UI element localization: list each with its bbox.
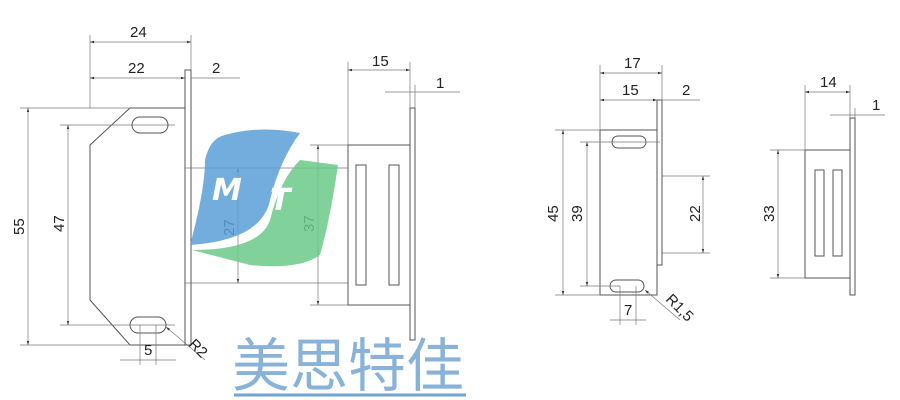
company-name-watermark: 美思特佳 <box>232 332 464 400</box>
dim-45: 45 <box>545 205 562 222</box>
dim-47: 47 <box>51 215 68 232</box>
dim-14: 14 <box>820 74 837 91</box>
dim-22: 22 <box>128 60 145 77</box>
dim-22-small: 22 <box>687 205 704 222</box>
dim-1: 1 <box>436 75 444 92</box>
dim-2: 2 <box>212 60 220 77</box>
side-view-small: 14 1 33 <box>761 74 885 296</box>
dim-15: 15 <box>372 53 389 70</box>
dim-7: 7 <box>624 302 632 319</box>
dim-r15: R1,5 <box>662 291 696 325</box>
dim-55: 55 <box>11 218 28 235</box>
logo-letter-t: T <box>270 183 293 218</box>
dim-17: 17 <box>624 55 641 72</box>
dim-2-small: 2 <box>682 82 690 99</box>
dim-15-small: 15 <box>622 82 639 99</box>
dim-r2: R2 <box>185 336 211 362</box>
logo-green-shape <box>192 160 338 267</box>
dim-1-small: 1 <box>872 97 880 114</box>
front-view-small: 17 15 2 45 39 22 7 R1,5 <box>545 55 710 325</box>
logo-letter-m: M <box>212 173 242 208</box>
dim-24: 24 <box>130 24 147 41</box>
dim-5: 5 <box>144 342 152 359</box>
logo-blue-shape <box>190 129 300 245</box>
watermark-logo: M T 美思特佳 <box>190 129 466 400</box>
dim-33: 33 <box>761 205 778 222</box>
front-view-large: 24 22 2 55 47 5 R2 <box>11 24 240 365</box>
dim-39: 39 <box>569 205 586 222</box>
